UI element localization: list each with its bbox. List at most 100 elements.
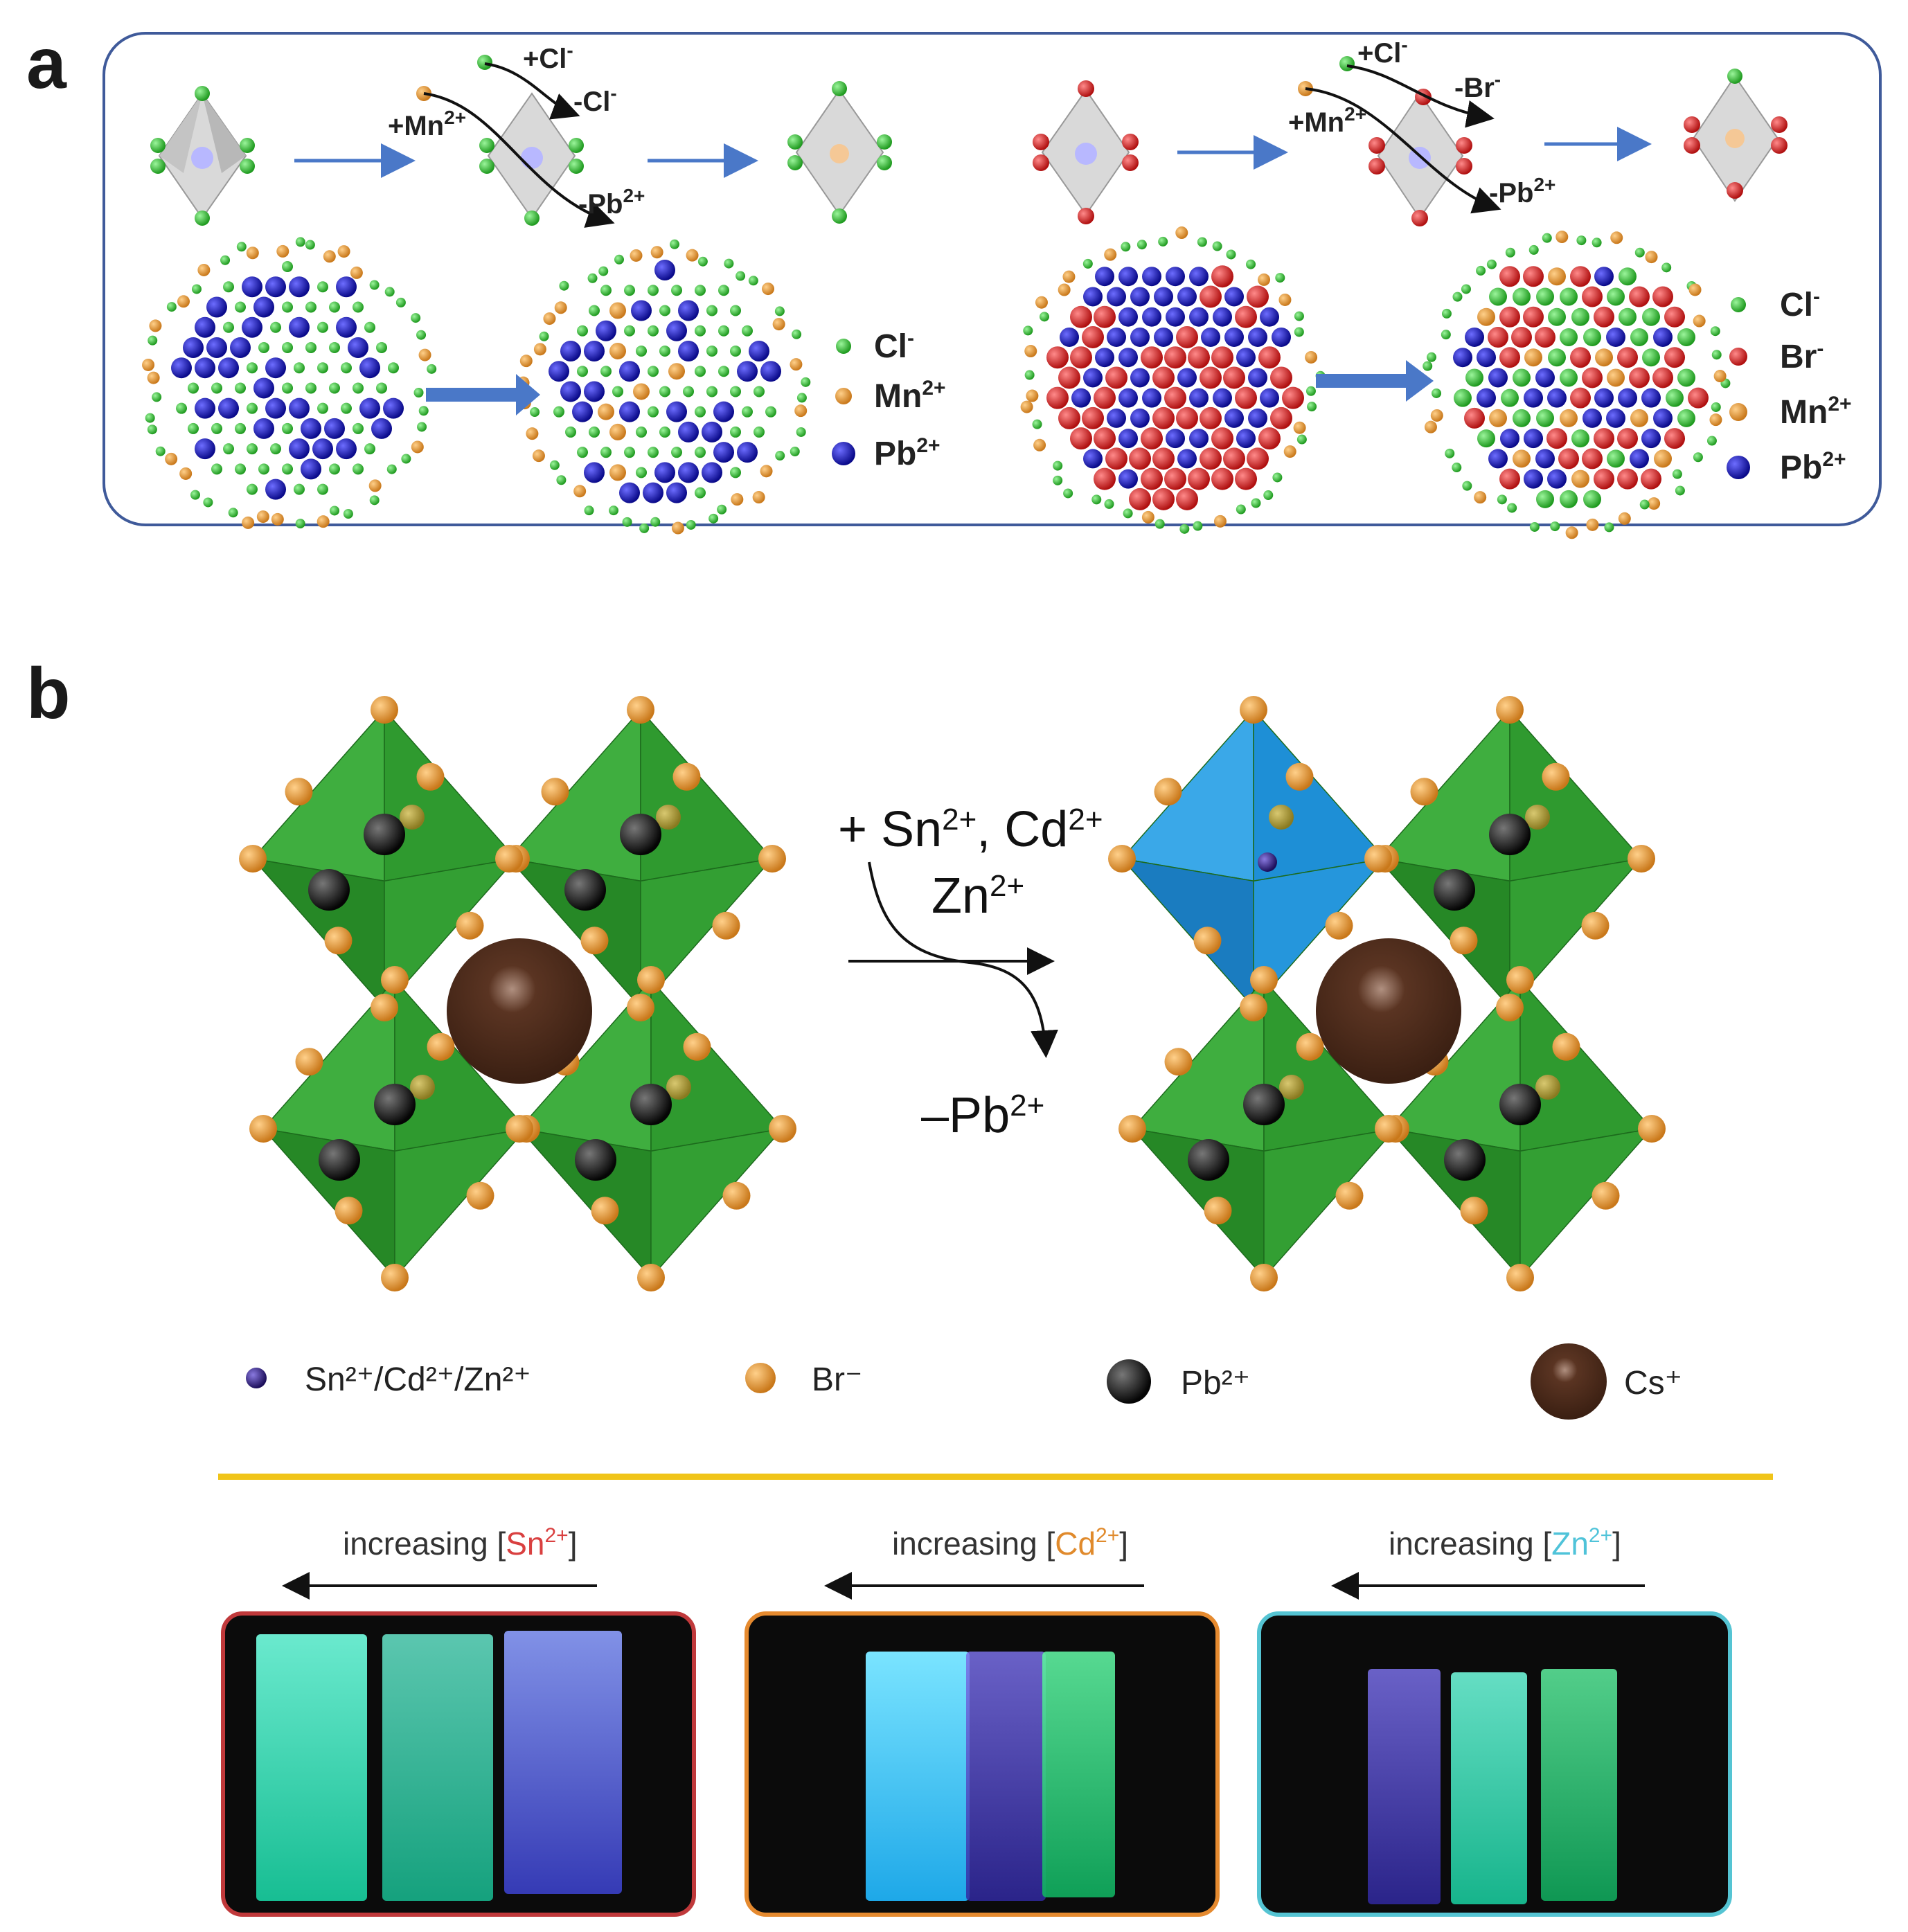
br-ion [1410, 778, 1438, 806]
cl-ion [235, 301, 246, 313]
cl-ion [1583, 328, 1601, 346]
mn-ion [142, 358, 155, 371]
mn-ion [1560, 409, 1578, 427]
mn-ion [1595, 348, 1613, 367]
mn-ion [1648, 497, 1661, 510]
br-ion [1325, 911, 1353, 940]
cl-ion [706, 305, 717, 316]
pb-ion [1641, 429, 1661, 449]
cl-ion [282, 261, 293, 272]
pb-ion [348, 337, 368, 358]
cl-ion [236, 242, 247, 252]
cs-ion [447, 938, 592, 1084]
cl-ion [1454, 388, 1472, 407]
legend-cl-label: Cl- [874, 327, 914, 365]
br-ion [1046, 346, 1069, 369]
pb-ion [383, 397, 404, 419]
cl-ion [1677, 368, 1695, 387]
cl-ion [1465, 368, 1483, 387]
cl-ion [223, 321, 234, 333]
label-remove-pb-left: -Pb2+ [578, 185, 645, 220]
cl-ion [748, 276, 758, 286]
br-ion [427, 1032, 455, 1061]
br-ion [672, 762, 701, 791]
br-ion [1258, 346, 1281, 369]
cl-ion [765, 406, 776, 418]
br-ion [1450, 927, 1478, 955]
pb-ion [584, 340, 605, 361]
cl-ion [388, 362, 399, 374]
mn-ion [1586, 518, 1599, 531]
mn-ion [671, 521, 684, 535]
cl-ion [1251, 498, 1261, 508]
cl-ion [718, 366, 729, 377]
pb-ion [1118, 348, 1138, 368]
label-remove-br-right: -Br- [1454, 69, 1501, 103]
cl-ion [152, 392, 162, 402]
mn-ion [630, 249, 643, 262]
nanocrystal-br-pb [1020, 226, 1326, 534]
br-ion [1129, 447, 1151, 470]
br-ion [580, 927, 609, 955]
pb-ion [195, 397, 215, 419]
cl-ion [565, 426, 576, 438]
cs-ion [1316, 938, 1461, 1084]
cl-ion [730, 345, 741, 357]
mn-ion [177, 295, 190, 308]
cl-ion [1497, 494, 1507, 505]
cl-ion [282, 341, 293, 353]
legend-mn-dot [835, 388, 852, 404]
mn-ion [1618, 512, 1631, 525]
pb-ion [1535, 449, 1555, 469]
cl-ion [577, 325, 588, 337]
pb-ion [1236, 429, 1256, 449]
br-ion [1594, 468, 1614, 490]
octahedron-pbbr [518, 978, 784, 1279]
cl-ion [1710, 326, 1720, 337]
pb-ion [1535, 368, 1555, 388]
legend-r-cl-dot [1731, 297, 1746, 312]
br-ion [1188, 467, 1210, 490]
cl-ion [1104, 499, 1114, 509]
mn-ion [1477, 307, 1495, 326]
cl-ion [553, 406, 564, 418]
pb-ion [1465, 327, 1484, 347]
mn-ion [1175, 226, 1188, 240]
br-ion [249, 1115, 277, 1143]
cl-ion [1294, 311, 1304, 321]
br-ion [1285, 762, 1314, 791]
br-ion [1664, 428, 1685, 449]
cl-ion [584, 506, 594, 516]
cl-ion [1197, 237, 1207, 247]
mn-ion [337, 245, 350, 258]
cl-ion [1452, 292, 1463, 302]
mn-ion [1693, 314, 1706, 328]
cl-ion [730, 467, 741, 478]
br-ion [1152, 447, 1175, 470]
pb-ion [265, 276, 286, 298]
pb-ion [619, 482, 640, 503]
cl-ion [624, 285, 635, 296]
cl-ion [671, 447, 682, 458]
mn-ion [1141, 510, 1154, 524]
pb-ion [1630, 449, 1649, 469]
br-ion [295, 1048, 323, 1076]
cl-ion [329, 463, 340, 475]
mn-ion [532, 449, 545, 463]
cl-ion [235, 463, 246, 475]
mn-ion [1430, 409, 1443, 422]
caption-sn: increasing [Sn2+] [282, 1524, 597, 1600]
pb-ion [631, 300, 652, 321]
cl-ion [659, 426, 670, 438]
legend-pb-dot [832, 442, 855, 465]
br-ion [1594, 306, 1614, 328]
br-ion [1542, 762, 1570, 791]
mn-ion [1513, 449, 1531, 468]
mn-ion [147, 371, 160, 384]
legend-r-pb-label: Pb2+ [1780, 448, 1846, 486]
br-ion [1558, 448, 1579, 469]
br-ion [1235, 305, 1257, 328]
br-ion-back [656, 805, 681, 830]
cl-ion [295, 519, 305, 529]
pb-ion [1177, 449, 1197, 469]
